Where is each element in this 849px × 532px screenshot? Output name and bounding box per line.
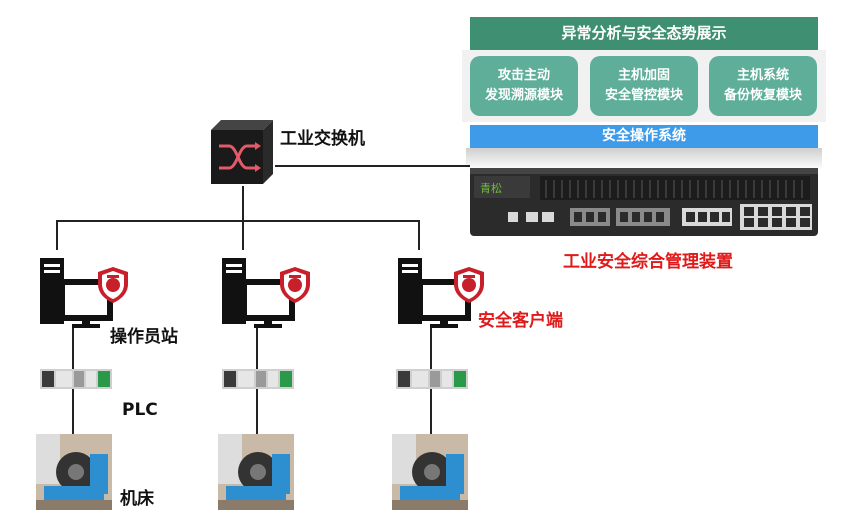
module-attack-trace: 攻击主动 发现溯源模块	[470, 56, 578, 116]
shield-icon	[96, 266, 130, 304]
plc-icon	[40, 369, 112, 389]
switch-label: 工业交换机	[280, 129, 365, 149]
link-plc-machine-3	[430, 388, 432, 438]
machine-tool-icon	[392, 434, 468, 510]
module-host-hardening: 主机加固 安全管控模块	[590, 56, 698, 116]
top-banner: 异常分析与安全态势展示	[470, 17, 818, 50]
drop-1	[56, 220, 58, 250]
module-line2: 安全管控模块	[604, 88, 683, 103]
os-bar: 安全操作系统	[470, 125, 818, 148]
stack-shadow	[466, 148, 822, 170]
module-line2: 发现溯源模块	[484, 88, 563, 103]
link-plc-machine-1	[72, 388, 74, 438]
machine-label: 机床	[120, 489, 154, 509]
link-pc-plc-3	[430, 328, 432, 370]
module-backup-restore: 主机系统 备份恢复模块	[709, 56, 817, 116]
plc-icon	[396, 369, 468, 389]
link-plc-machine-2	[256, 388, 258, 438]
machine-tool-icon	[36, 434, 112, 510]
brand-text: 青松	[480, 181, 502, 195]
bus-line	[56, 220, 420, 222]
drop-2	[242, 220, 244, 250]
rack-device: 青松	[470, 168, 818, 236]
machine-tool-icon	[218, 434, 294, 510]
device-label: 工业安全综合管理装置	[563, 252, 733, 272]
link-pc-plc-1	[72, 328, 74, 370]
security-client-label: 安全客户端	[478, 311, 563, 331]
plc-icon	[222, 369, 294, 389]
shield-icon	[452, 266, 486, 304]
link-switch-device	[275, 165, 470, 167]
drop-3	[418, 220, 420, 250]
network-switch-icon	[207, 118, 275, 186]
operator-station-label: 操作员站	[110, 327, 178, 347]
module-line1: 主机加固	[617, 68, 670, 83]
link-pc-plc-2	[256, 328, 258, 370]
module-line1: 主机系统	[736, 68, 789, 83]
module-line1: 攻击主动	[497, 68, 550, 83]
plc-label: PLC	[122, 400, 158, 420]
shield-icon	[278, 266, 312, 304]
link-switch-down	[242, 186, 244, 222]
module-line2: 备份恢复模块	[723, 88, 802, 103]
